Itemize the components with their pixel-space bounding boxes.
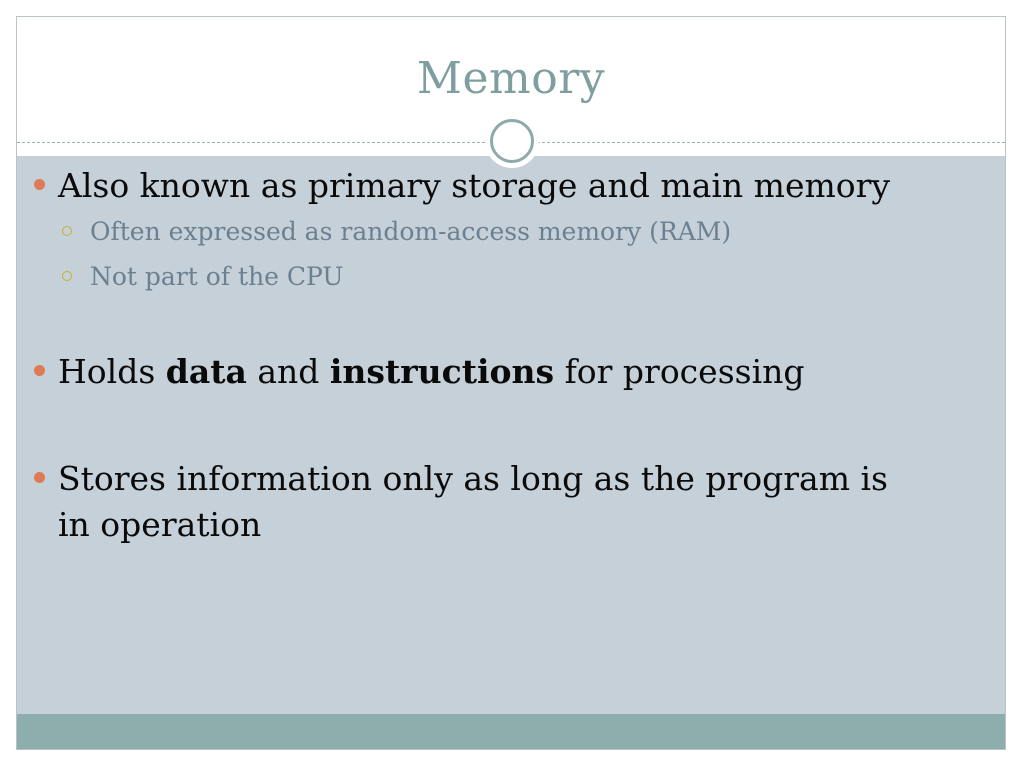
bullet-text-part: and: [246, 352, 330, 391]
bullet-dot-icon: [34, 472, 45, 483]
sub-bullet-ring-icon: [62, 226, 72, 236]
bullet-text-part: Holds: [58, 352, 166, 391]
sub-bullet-text: Not part of the CPU: [90, 262, 344, 291]
sub-bullet-ring-icon: [62, 271, 72, 281]
bullet-list: Also known as primary storage and main m…: [30, 163, 930, 548]
bullet-dot-icon: [34, 179, 45, 190]
content-area: [17, 156, 1005, 716]
sub-bullet-item: Not part of the CPU: [30, 254, 930, 299]
bullet-emphasis-instructions: instructions: [329, 352, 555, 391]
circle-ornament-icon: [485, 114, 539, 168]
footer-bar: [17, 714, 1005, 749]
bullet-text: Also known as primary storage and main m…: [58, 166, 891, 205]
bullet-item: Stores information only as long as the p…: [30, 456, 930, 548]
sub-bullet-item: Often expressed as random-access memory …: [30, 209, 930, 254]
bullet-item: Holds data and instructions for processi…: [30, 349, 930, 395]
bullet-item: Also known as primary storage and main m…: [30, 163, 930, 209]
bullet-text: Stores information only as long as the p…: [58, 459, 888, 544]
sub-bullet-text: Often expressed as random-access memory …: [90, 217, 732, 246]
slide-title: Memory: [416, 53, 606, 104]
bullet-text-part: for processing: [554, 352, 805, 391]
ring-icon: [490, 119, 534, 163]
bullet-dot-icon: [34, 365, 45, 376]
slide: Memory: [16, 16, 1006, 750]
bullet-emphasis-data: data: [165, 352, 247, 391]
